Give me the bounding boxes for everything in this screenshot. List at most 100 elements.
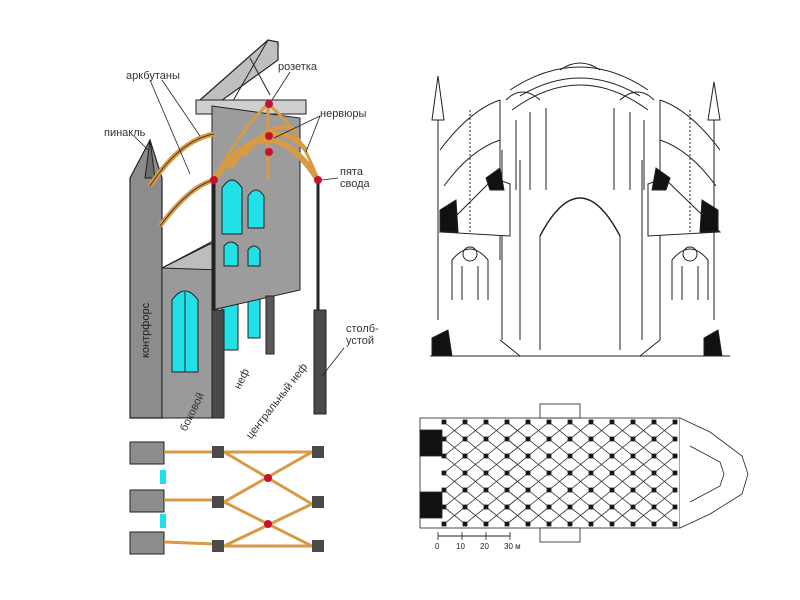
plan-rib — [611, 472, 634, 491]
plan-rib — [527, 489, 550, 508]
plan-rib — [485, 489, 508, 508]
plan-rib — [443, 421, 466, 440]
label-pinnacle: пинакль — [104, 127, 146, 139]
scale-tick-10: 10 — [456, 542, 465, 551]
label-vault-springing: пята свода — [340, 166, 370, 190]
buttress — [129, 138, 163, 419]
plan-pier — [672, 487, 678, 493]
plan-rib — [590, 472, 613, 491]
plan-rib — [506, 506, 529, 525]
plan-pier — [546, 521, 552, 527]
plan-rib — [569, 506, 592, 525]
vault-rib-6 — [267, 102, 320, 181]
plan-rib — [611, 489, 634, 508]
label-ribs: нервюры — [320, 108, 367, 120]
plan-rib — [569, 438, 592, 457]
springing-node-right — [314, 176, 322, 184]
plan-rib — [485, 421, 508, 440]
plan-rib — [653, 455, 676, 474]
label-flying-buttresses: аркбутаны — [126, 70, 180, 82]
pier-left — [211, 309, 225, 419]
plan-rib — [485, 455, 508, 474]
triforium-window-1 — [223, 241, 239, 267]
plan-rib — [527, 438, 550, 457]
plan-rib — [590, 438, 613, 457]
interior-perspective-drawing — [430, 62, 730, 357]
roof-truss — [198, 39, 279, 107]
plan-rib — [443, 489, 466, 508]
plan-rib — [632, 455, 655, 474]
pinnacle — [144, 139, 156, 179]
plan-rib — [569, 489, 592, 508]
plan-pier — [630, 521, 636, 527]
plan-rib — [527, 472, 550, 491]
plan-rib — [464, 421, 487, 440]
plan-rib — [611, 421, 634, 440]
plan-rib — [443, 455, 466, 474]
plan-pier — [609, 521, 615, 527]
plan-rib — [527, 455, 550, 474]
plan-pier — [672, 453, 678, 459]
plan-pier — [462, 521, 468, 527]
rib-node-1 — [265, 132, 273, 140]
rib-node-2 — [265, 148, 273, 156]
plan-rib — [443, 472, 466, 491]
plan-rib — [443, 438, 466, 457]
plan-rib — [632, 489, 655, 508]
flying-buttress-lower — [158, 177, 215, 228]
label-buttress: контрфорс — [140, 302, 152, 358]
plan-rib — [506, 489, 529, 508]
plan-rib — [548, 489, 571, 508]
triforium-window-2 — [247, 245, 261, 267]
plan-rib — [653, 489, 676, 508]
cathedral-floor-plan — [419, 403, 749, 543]
plan-pier — [651, 521, 657, 527]
plan-rib — [611, 438, 634, 457]
plan-rib — [485, 506, 508, 525]
plan-rib — [527, 506, 550, 525]
plan-rib — [485, 438, 508, 457]
plan-pier — [441, 521, 447, 527]
plan-rib — [653, 438, 676, 457]
plan-rib — [506, 455, 529, 474]
plan-rib — [443, 506, 466, 525]
plan-rib — [548, 506, 571, 525]
plan-rib — [464, 506, 487, 525]
plan-pier — [672, 521, 678, 527]
scale-tick-30: 30 м — [504, 542, 521, 551]
label-pier: столб- устой — [346, 323, 379, 347]
clerestory-window-2 — [247, 189, 265, 229]
plan-rib — [548, 472, 571, 491]
plan-pier — [672, 436, 678, 442]
plan-rib — [464, 455, 487, 474]
plan-rib — [653, 421, 676, 440]
plan-rib — [548, 421, 571, 440]
plan-rib — [632, 421, 655, 440]
plan-rib — [569, 472, 592, 491]
plan-rib — [506, 472, 529, 491]
plan-pier — [588, 521, 594, 527]
plan-rib — [653, 506, 676, 525]
plan-rib — [548, 438, 571, 457]
plan-rib — [632, 438, 655, 457]
plan-rib — [653, 472, 676, 491]
structural-plan-diagram — [129, 441, 324, 555]
plan-rib — [464, 438, 487, 457]
springing-node-left — [210, 176, 218, 184]
plan-rib — [506, 438, 529, 457]
vault-rib-5 — [212, 102, 270, 181]
plan-pier — [525, 521, 531, 527]
plan-rib — [590, 489, 613, 508]
plan-pier — [567, 521, 573, 527]
plan-rib — [611, 455, 634, 474]
plan-pier — [483, 521, 489, 527]
clerestory-window-1 — [221, 179, 243, 235]
plan-rib — [527, 421, 550, 440]
rosette-node — [265, 100, 273, 108]
plan-rib — [611, 506, 634, 525]
pier-right — [313, 309, 327, 415]
plan-rib — [632, 506, 655, 525]
plan-rib — [506, 421, 529, 440]
